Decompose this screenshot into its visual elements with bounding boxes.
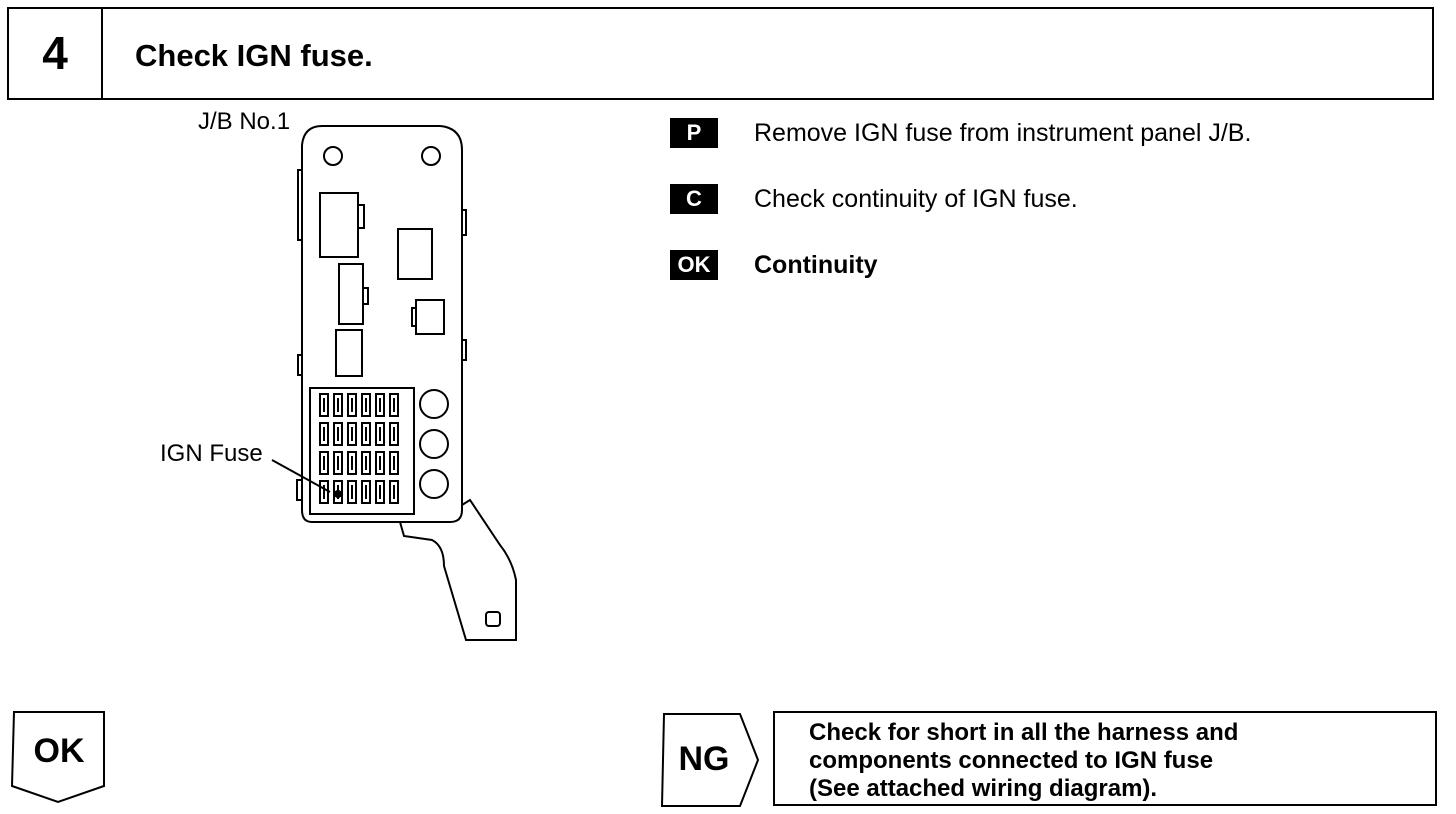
ng-action-line: (See attached wiring diagram). xyxy=(809,775,1158,802)
fuse-slot xyxy=(347,393,357,417)
fuse-slot xyxy=(347,422,357,446)
jb-body-outline xyxy=(301,125,463,523)
instruction-text: Remove IGN fuse from instrument panel J/… xyxy=(754,119,1252,147)
fuse-slot xyxy=(389,393,399,417)
ng-result-label: NG xyxy=(678,740,730,778)
ng-action-box: Check for short in all the harness and c… xyxy=(773,711,1437,806)
step-title: Check IGN fuse. xyxy=(135,38,373,73)
fuse-slot xyxy=(333,480,343,504)
fuse-slot xyxy=(319,422,329,446)
fuse-slot xyxy=(375,480,385,504)
jb-bracket xyxy=(399,498,517,641)
fuse-slot xyxy=(347,480,357,504)
fuse-slot xyxy=(361,451,371,475)
instruction-row: C Check continuity of IGN fuse. xyxy=(670,182,1430,214)
fuse-block xyxy=(309,387,415,515)
fuse-slot xyxy=(361,393,371,417)
step-number: 4 xyxy=(9,9,103,98)
fuse-slot xyxy=(333,451,343,475)
fuse-slot xyxy=(389,422,399,446)
ng-action-line: components connected to IGN fuse xyxy=(809,747,1214,774)
fuse-slot xyxy=(319,451,329,475)
ign-fuse-marker xyxy=(334,490,342,498)
bracket-hole xyxy=(485,611,501,627)
ng-action-line: Check for short in all the harness and xyxy=(809,719,1239,746)
step-header: 4 Check IGN fuse. xyxy=(7,7,1434,100)
fuse-slot xyxy=(375,451,385,475)
jb-label: J/B No.1 xyxy=(198,108,291,135)
fuse-slot xyxy=(375,393,385,417)
fuse-slot xyxy=(333,422,343,446)
expected-result-text: Continuity xyxy=(754,251,878,279)
ok-badge: OK xyxy=(670,250,718,280)
instruction-text: Check continuity of IGN fuse. xyxy=(754,185,1078,213)
fuse-slot xyxy=(347,451,357,475)
fuse-slot xyxy=(375,422,385,446)
fuse-leader-line xyxy=(271,459,331,493)
fuse-slot xyxy=(361,422,371,446)
fuse-slot xyxy=(389,480,399,504)
fuse-slot xyxy=(333,393,343,417)
mount-hole-right xyxy=(421,146,441,166)
ok-result-label: OK xyxy=(33,732,85,770)
instruction-row: P Remove IGN fuse from instrument panel … xyxy=(670,116,1430,148)
ign-fuse-label: IGN Fuse xyxy=(160,440,263,467)
fuse-slot xyxy=(319,393,329,417)
check-badge: C xyxy=(670,184,718,214)
fuse-slot xyxy=(361,480,371,504)
instruction-row: OK Continuity xyxy=(670,248,1430,280)
procedure-badge: P xyxy=(670,118,718,148)
fuse-slot xyxy=(389,451,399,475)
mount-hole-left xyxy=(323,146,343,166)
